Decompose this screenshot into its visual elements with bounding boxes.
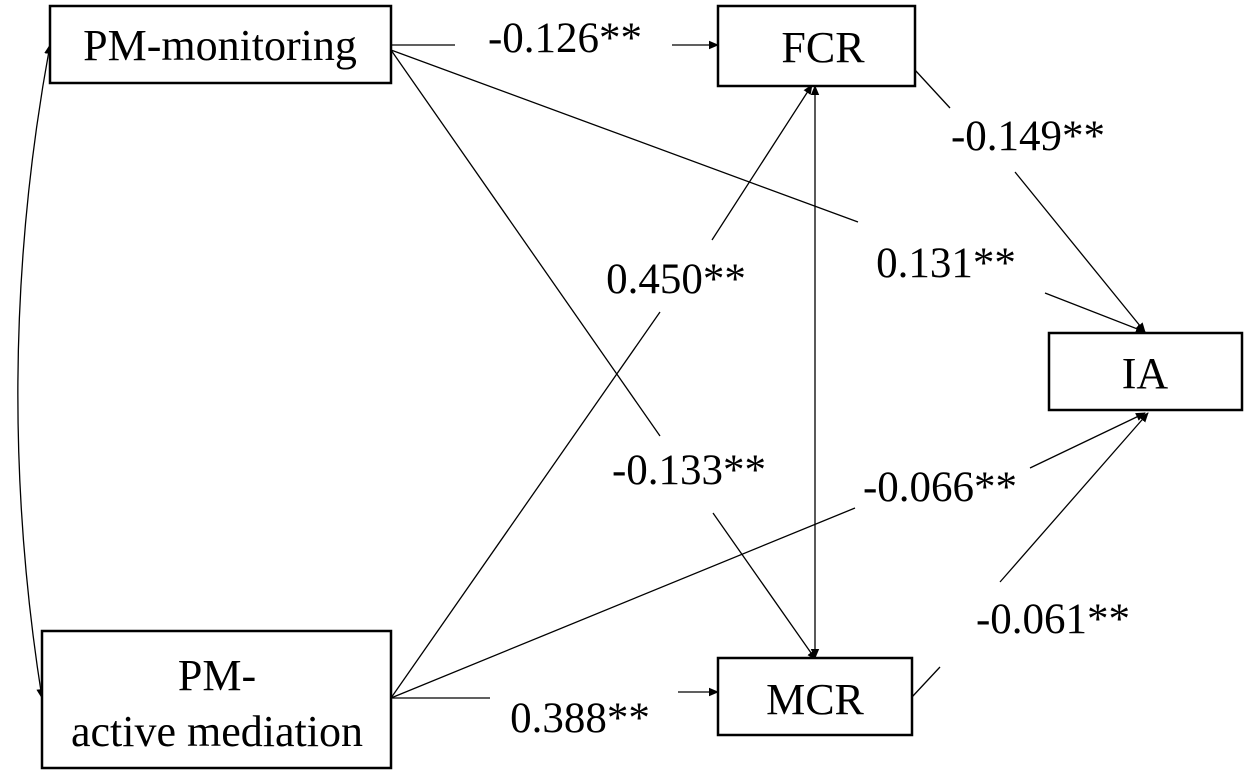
- coef-pmmon-mcr: -0.133**: [612, 447, 766, 494]
- coef-pmact-ia: -0.066**: [863, 464, 1017, 511]
- edge-pmact-to-ia: [390, 412, 1146, 699]
- node-mcr: MCR: [716, 656, 914, 737]
- coef-fcr-ia: -0.149**: [951, 113, 1105, 160]
- edge-pmmon-to-ia: [390, 49, 1146, 333]
- node-fcr: FCR: [716, 4, 917, 88]
- edge-fcr-to-ia: [914, 69, 1146, 333]
- coef-pmmon-fcr: -0.126**: [488, 15, 642, 62]
- coef-mcr-ia: -0.061**: [976, 596, 1130, 643]
- node-pm-monitoring-label: PM-monitoring: [83, 21, 357, 70]
- edge-pmmon-to-mcr: [390, 49, 817, 661]
- coef-pmact-fcr: 0.450**: [606, 256, 746, 303]
- node-ia: IA: [1047, 331, 1244, 412]
- node-pm-active-label-line1: PM-: [178, 651, 256, 700]
- node-pm-active-mediation: PM- active mediation: [40, 629, 393, 770]
- coef-pmmon-ia: 0.131**: [876, 240, 1016, 287]
- edge-pm-covariance: [17, 44, 53, 699]
- node-ia-label: IA: [1122, 349, 1169, 398]
- node-pm-active-label-line2: active mediation: [71, 707, 363, 756]
- edge-pmact-to-fcr: [390, 84, 813, 699]
- node-pm-monitoring: PM-monitoring: [48, 4, 393, 85]
- coef-pmact-mcr: 0.388**: [510, 695, 650, 742]
- edge-pmact-to-mcr: [391, 687, 719, 699]
- node-fcr-label: FCR: [781, 23, 865, 72]
- node-mcr-label: MCR: [766, 675, 864, 724]
- edge-mcr-to-ia: [911, 412, 1149, 698]
